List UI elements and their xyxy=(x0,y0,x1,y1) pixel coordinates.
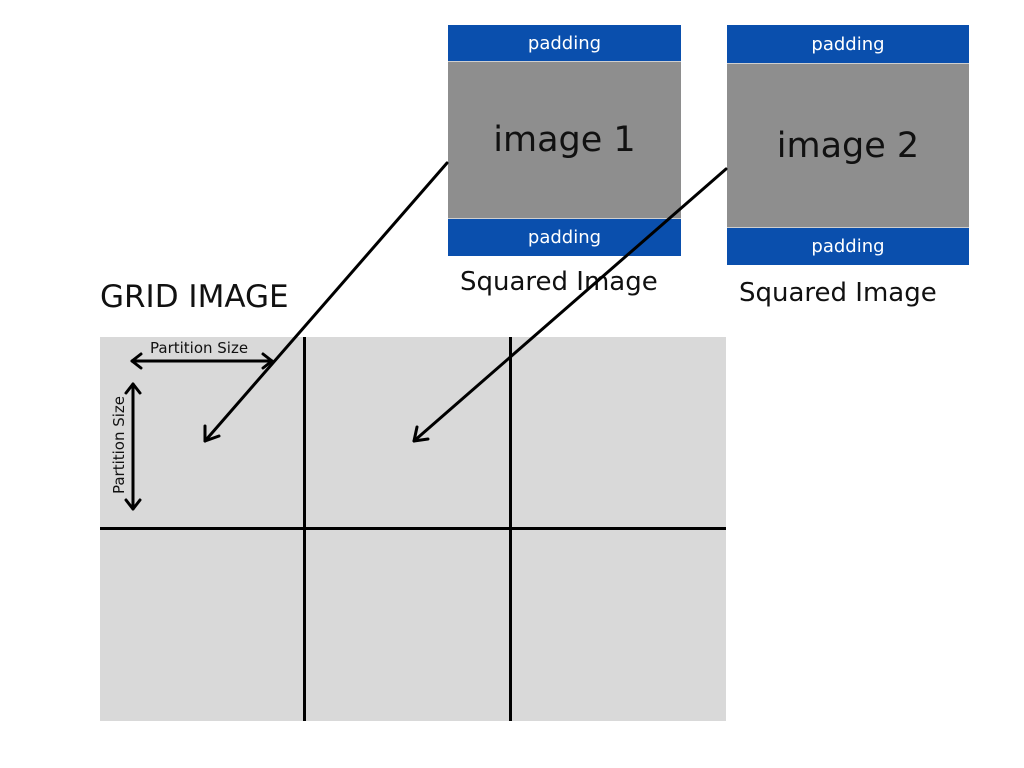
grid-horizontal-divider xyxy=(100,527,726,530)
squared-image-caption-2: Squared Image xyxy=(739,278,937,308)
image-1-box: image 1 xyxy=(448,61,681,219)
padding-bottom-1: padding xyxy=(448,219,681,256)
squared-image-2: padding image 2 padding xyxy=(727,25,969,265)
partition-size-vertical-label: Partition Size xyxy=(110,395,128,495)
padding-top-1: padding xyxy=(448,25,681,61)
padding-bottom-2: padding xyxy=(727,228,969,265)
squared-image-caption-1: Squared Image xyxy=(460,267,658,297)
image-2-box: image 2 xyxy=(727,63,969,228)
grid-image xyxy=(100,337,726,721)
partition-size-horizontal-label: Partition Size xyxy=(150,339,249,357)
padding-top-2: padding xyxy=(727,25,969,63)
grid-title: GRID IMAGE xyxy=(100,279,289,315)
squared-image-1: padding image 1 padding xyxy=(448,25,681,256)
